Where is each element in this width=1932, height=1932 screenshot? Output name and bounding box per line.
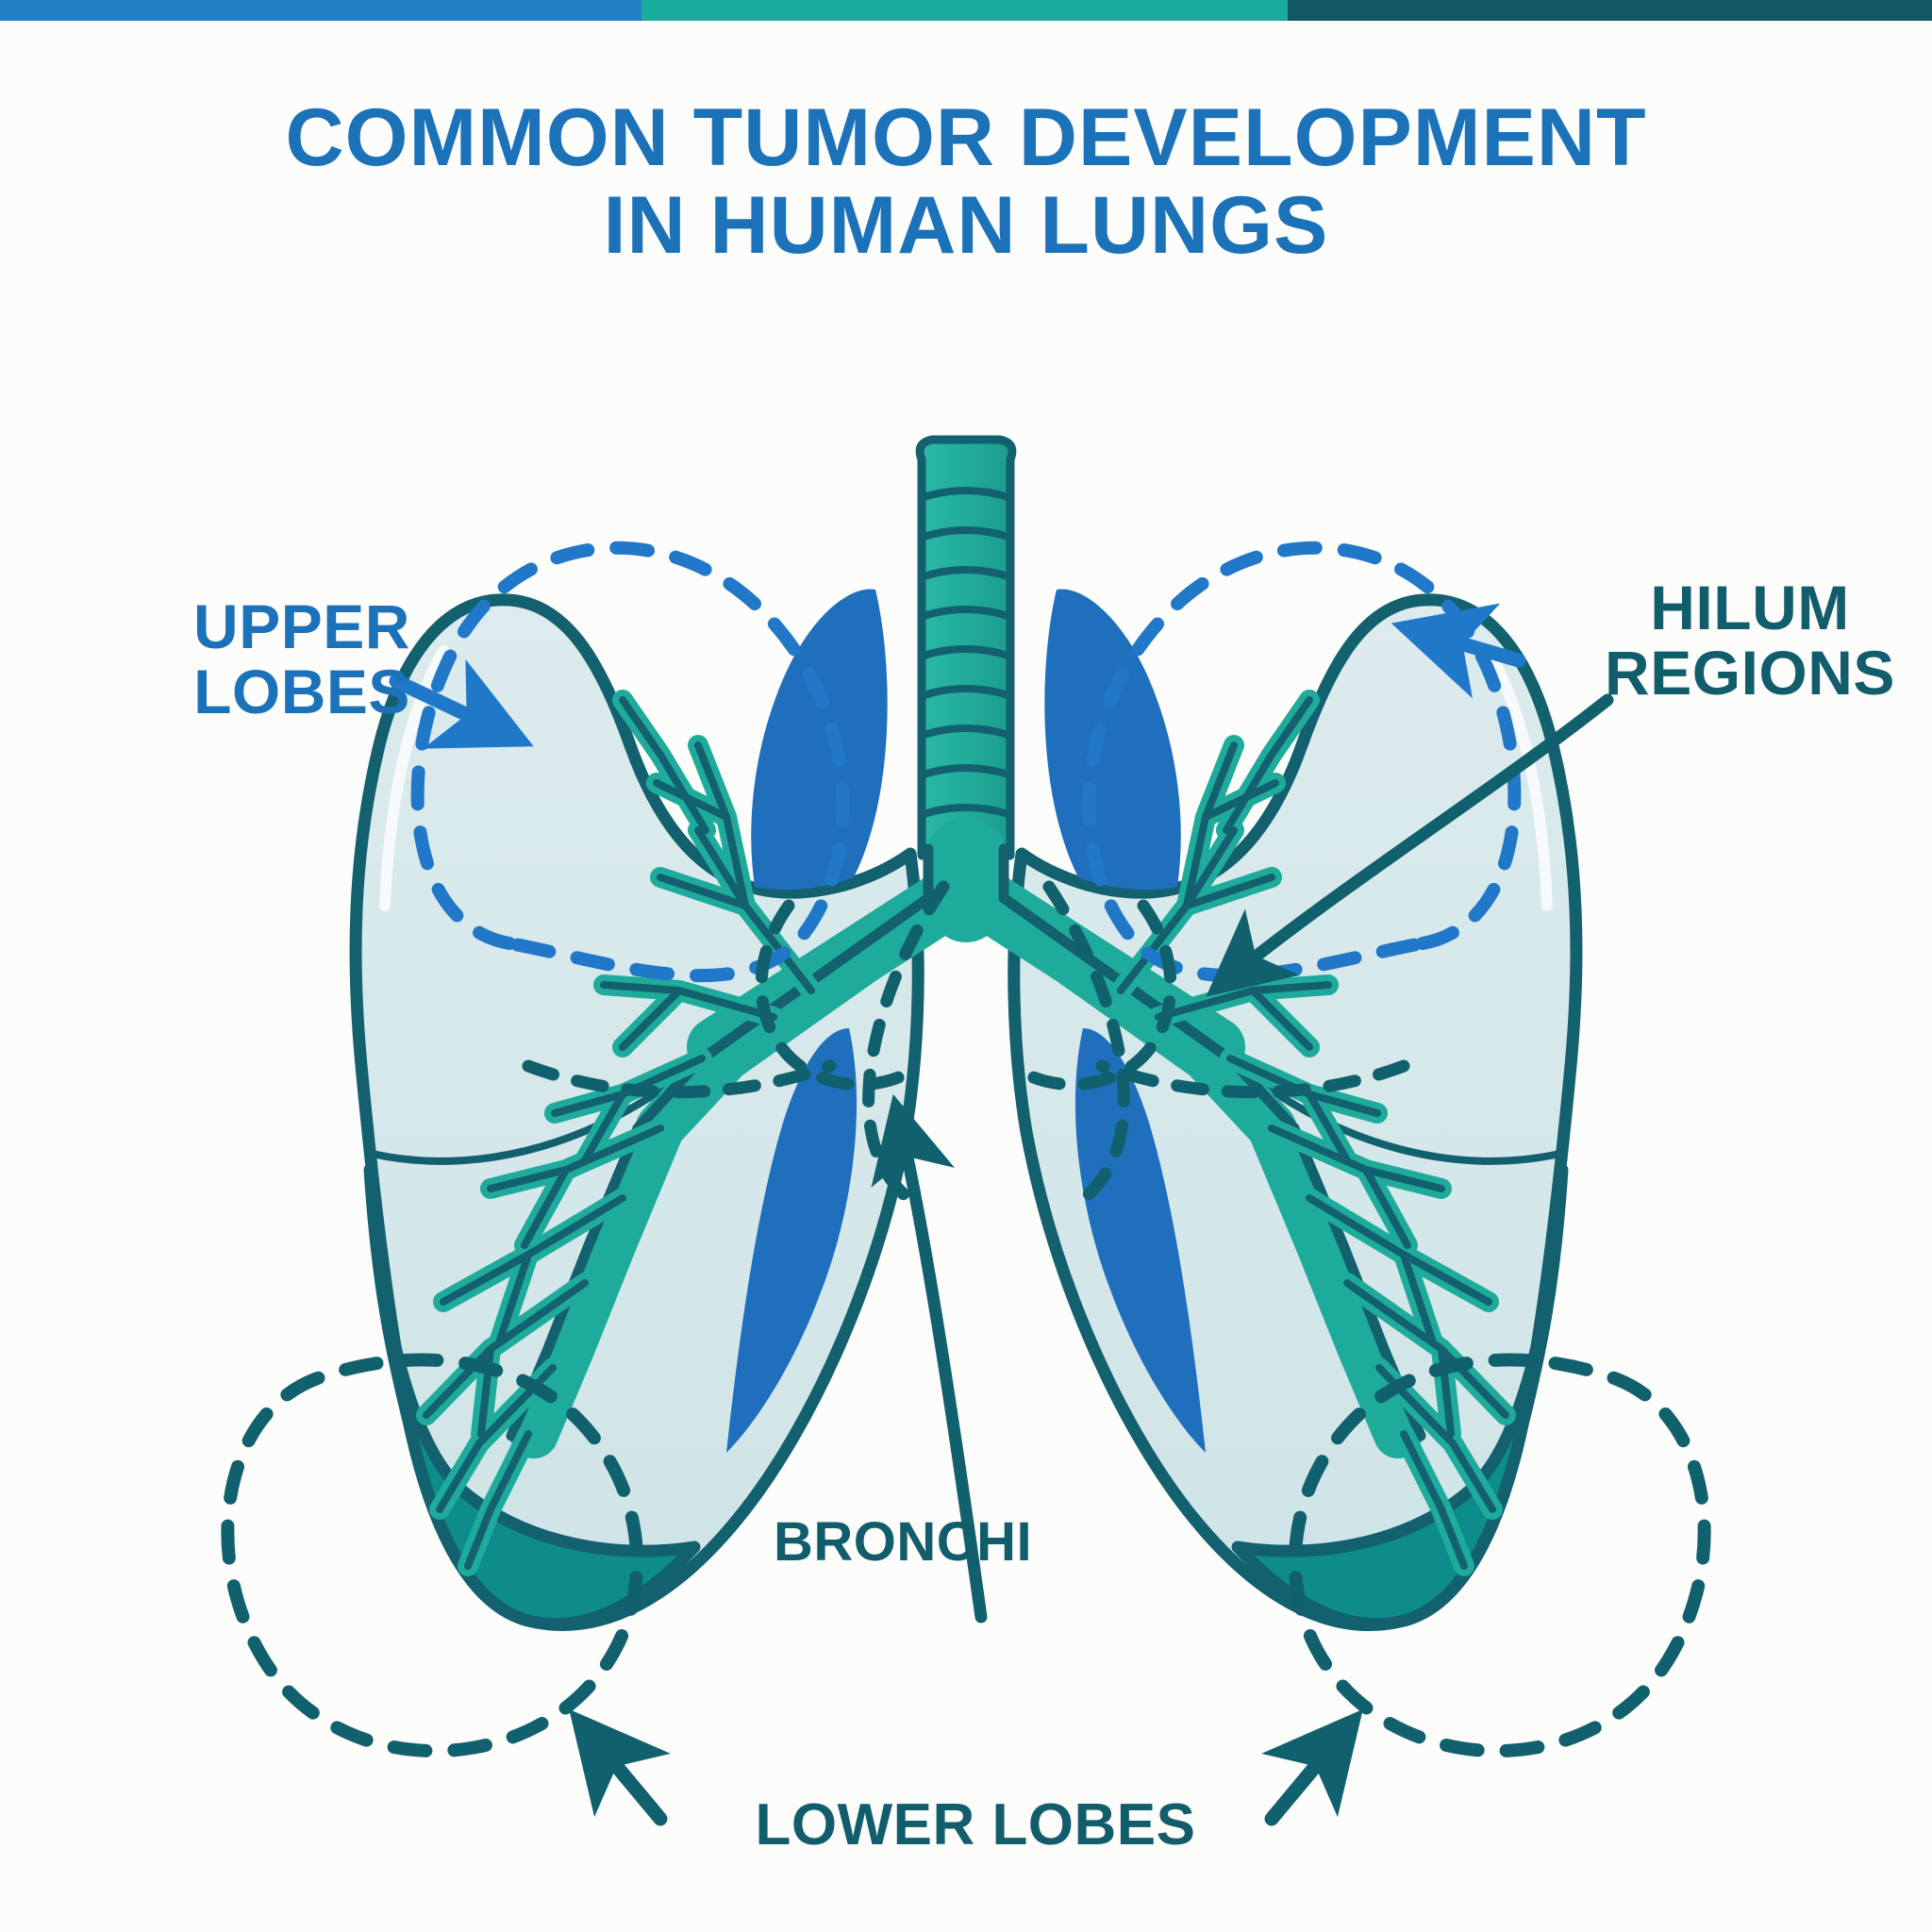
right-lower-tumor-shading bbox=[1074, 1028, 1206, 1453]
label-lower-lobes: LOWER LOBES bbox=[755, 1792, 1196, 1857]
topbar-dark-teal-segment bbox=[1288, 0, 1932, 21]
lower-lobe-left-dashed-circle bbox=[221, 1353, 643, 1758]
lower-lobes-arrow-right bbox=[1261, 1708, 1363, 1826]
lower-lobe-right-dashed-circle bbox=[1289, 1353, 1711, 1758]
title-line-1: COMMON TUMOR DEVELOPMENT bbox=[285, 92, 1647, 183]
label-bronchi: BRONCHI bbox=[774, 1511, 1033, 1573]
right-oblique-fissure bbox=[1229, 1057, 1565, 1165]
leader-lines bbox=[389, 603, 1614, 1826]
hilum-leader-curve bbox=[1206, 693, 1614, 997]
bronchial-tree bbox=[416, 690, 1516, 1576]
topbar-blue-segment bbox=[0, 0, 641, 21]
left-oblique-fissure bbox=[367, 1057, 703, 1165]
hilum-left-dashed-lobe bbox=[755, 899, 924, 1091]
upper-lobe-left-dashed-circle bbox=[410, 541, 850, 983]
topbar-teal-segment bbox=[641, 0, 1288, 21]
right-upper-tumor-shading bbox=[1044, 589, 1181, 891]
trachea bbox=[915, 435, 1017, 860]
left-lower-tumor-shading bbox=[726, 1028, 858, 1453]
hilum-left-dashed-span bbox=[522, 1059, 837, 1099]
title-line-2: IN HUMAN LUNGS bbox=[603, 179, 1329, 271]
lower-lobes-arrow-left bbox=[569, 1708, 671, 1826]
trachea-rings bbox=[920, 487, 1012, 818]
hilum-right-dashed-lobe bbox=[1008, 899, 1177, 1091]
upper-lobes-arrow bbox=[389, 658, 534, 749]
hilum-right-dashed-span bbox=[1095, 1059, 1410, 1099]
label-hilum-regions: HILUM REGIONS bbox=[1605, 573, 1895, 708]
top-color-bar bbox=[0, 0, 1932, 21]
hilum-left-dashed-inner bbox=[862, 880, 950, 1203]
left-upper-tumor-shading bbox=[751, 589, 888, 891]
hilum-right-dashed-inner bbox=[1042, 880, 1130, 1203]
bronchi-leader-line bbox=[871, 1093, 988, 1624]
label-upper-lobes: UPPER LOBES bbox=[193, 591, 410, 727]
hilum-arrow-blue bbox=[1391, 603, 1526, 699]
page-title: COMMON TUMOR DEVELOPMENT IN HUMAN LUNGS bbox=[0, 94, 1932, 270]
right-lung-highlight bbox=[1483, 645, 1553, 911]
